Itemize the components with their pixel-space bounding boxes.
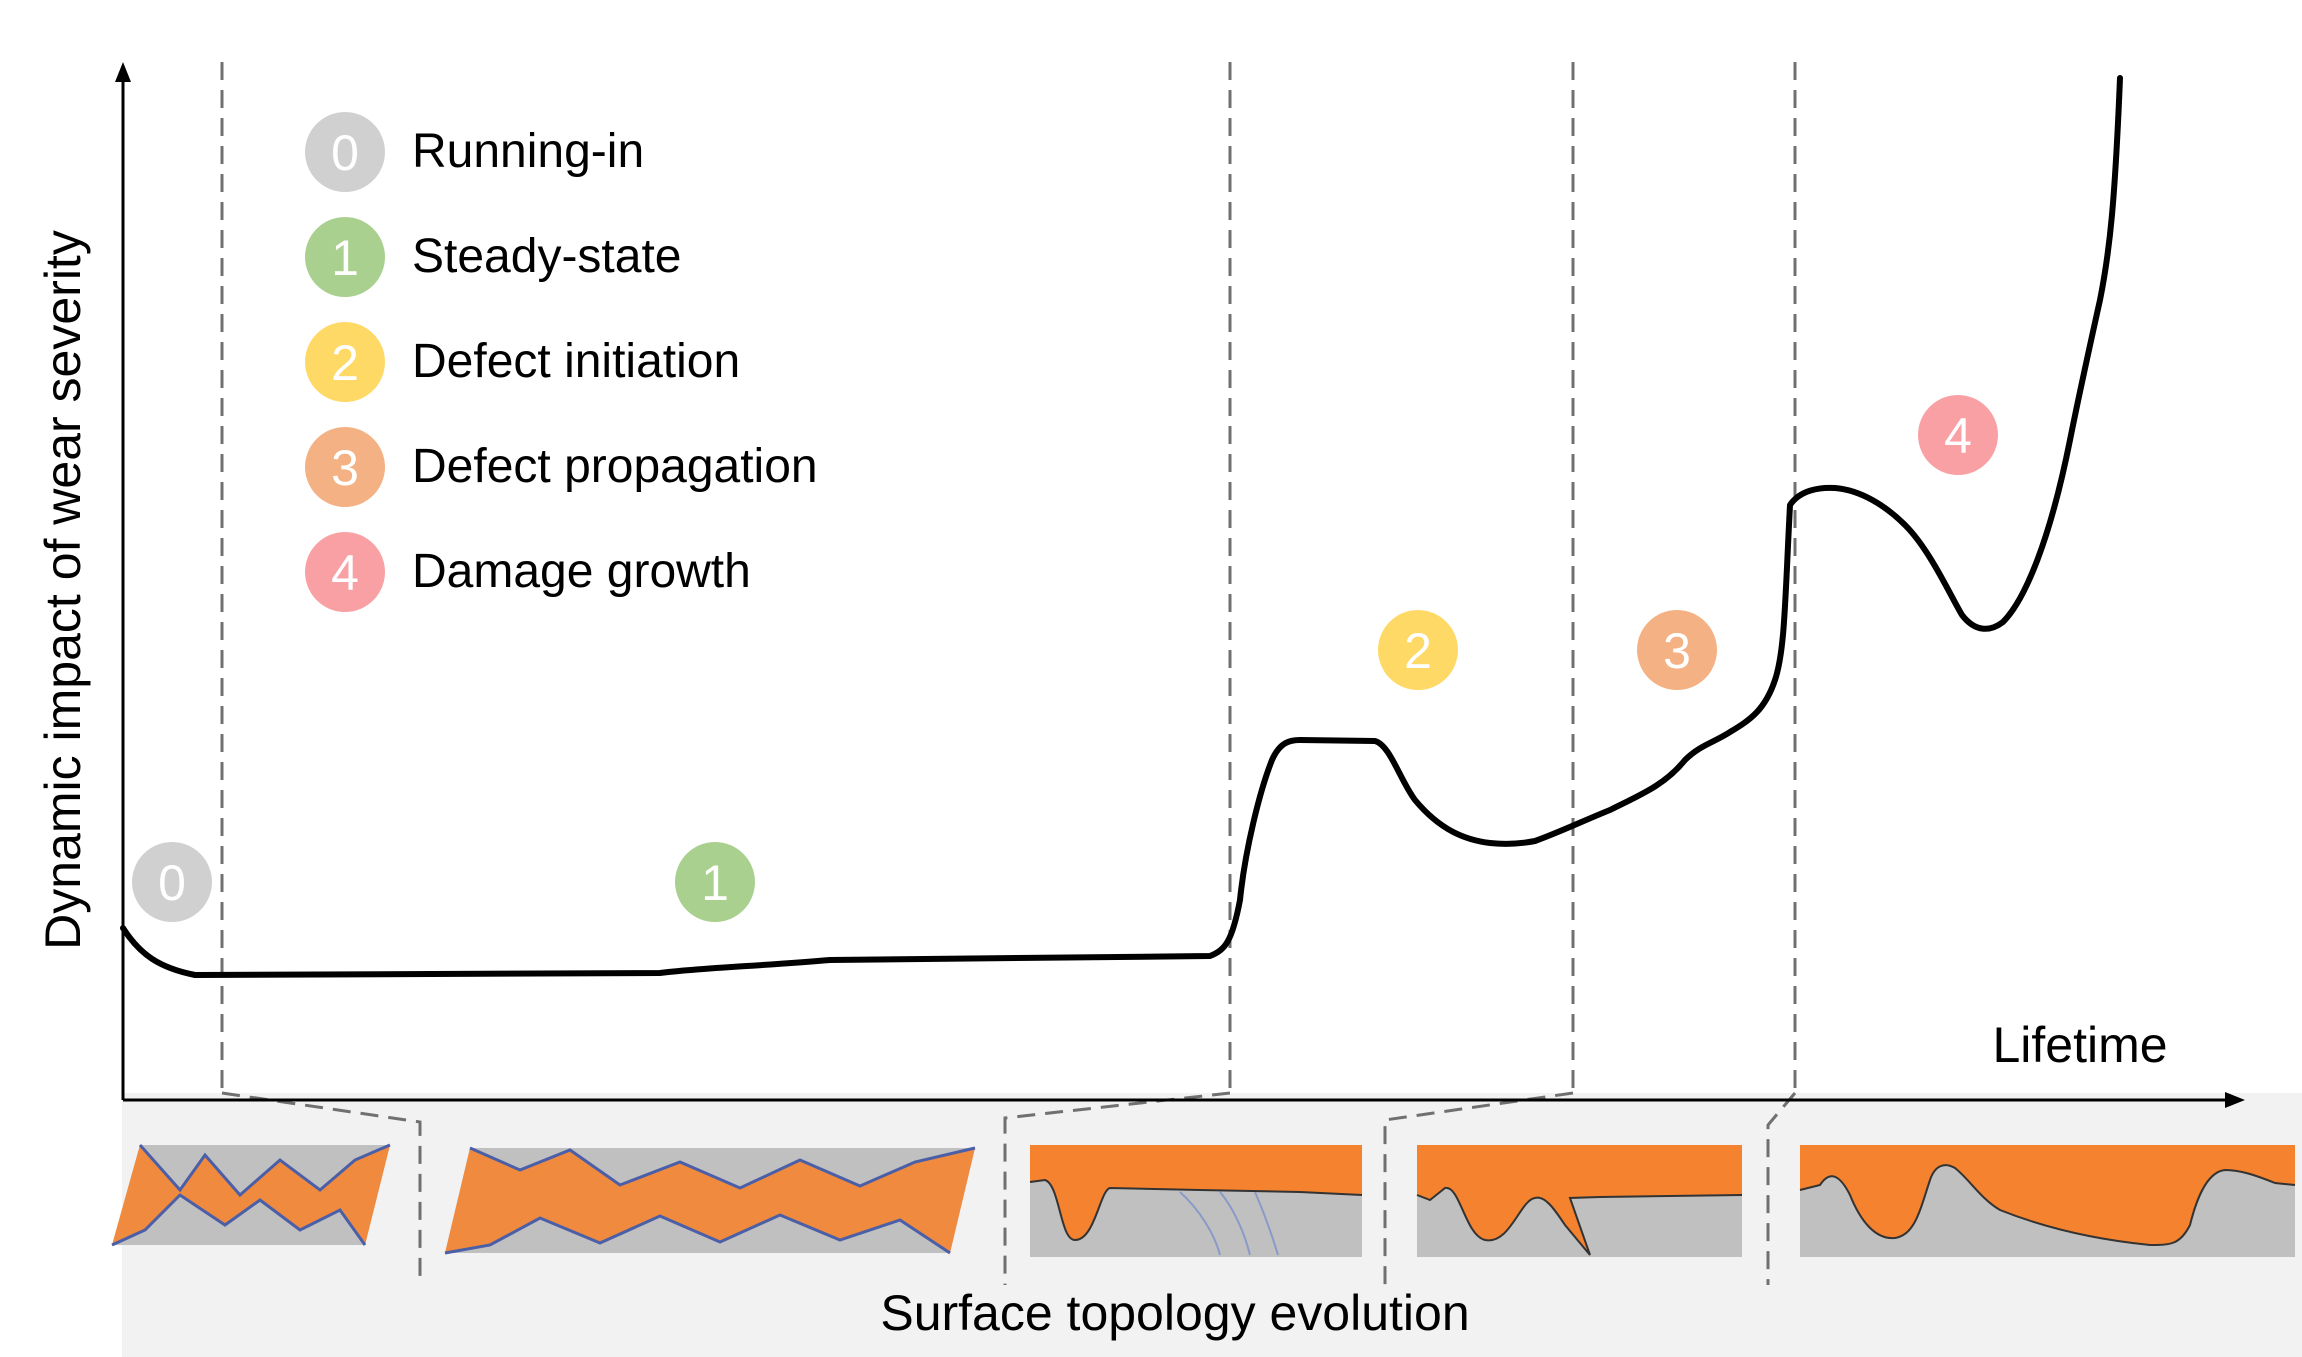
wear-severity-curve xyxy=(120,75,2123,978)
stage-badge-2-number: 2 xyxy=(1404,623,1432,679)
stage-badge-1-number: 1 xyxy=(701,855,729,911)
stage-badge-3 xyxy=(1637,610,1717,690)
legend-item-1: 1 Steady-state xyxy=(305,217,681,297)
y-axis-arrow-icon xyxy=(115,62,131,82)
thumbnail-0-profile-line xyxy=(111,1143,391,1247)
thumbnail-3-profile-line xyxy=(1416,1187,1743,1256)
legend-badge-1-number: 1 xyxy=(331,230,359,286)
stage-badge-0-number: 0 xyxy=(158,855,186,911)
stage-badge-0 xyxy=(132,842,212,922)
legend-badge-0 xyxy=(305,112,385,192)
legend-badge-4-number: 4 xyxy=(331,545,359,601)
legend-label-0: Running-in xyxy=(412,125,644,178)
legend-label-1: Steady-state xyxy=(412,230,681,283)
thumbnail-1-profile-line xyxy=(444,1146,976,1255)
x-axis-arrow-icon xyxy=(2225,1092,2245,1108)
stage-badge-4-number: 4 xyxy=(1944,408,1972,464)
legend-badge-3-number: 3 xyxy=(331,440,359,496)
legend-badge-3 xyxy=(305,427,385,507)
legend-item-3: 3 Defect propagation xyxy=(305,427,818,507)
stage-dividers xyxy=(220,62,1797,1285)
zoom-connector-4 xyxy=(1766,1092,1797,1285)
legend-item-0: 0 Running-in xyxy=(305,112,644,192)
legend-badge-1 xyxy=(305,217,385,297)
legend-badge-2-number: 2 xyxy=(331,335,359,391)
surface-thumbnail-4 xyxy=(1799,1145,2296,1257)
thumbnail-4-orange-fill xyxy=(1800,1145,2295,1245)
thumbnail-2-profile-line xyxy=(1029,1178,1363,1242)
stage-badge-2 xyxy=(1378,610,1458,690)
surface-thumbnail-1 xyxy=(444,1146,976,1255)
zoom-connector-3 xyxy=(1383,1091,1574,1285)
surface-thumbnail-3 xyxy=(1416,1145,1743,1257)
legend-label-4: Damage growth xyxy=(412,545,751,598)
y-axis-label: Dynamic impact of wear severity xyxy=(35,230,91,950)
thumbnail-3-orange-fill xyxy=(1417,1145,1742,1255)
stage-badge-1 xyxy=(675,842,755,922)
stage-badge-4 xyxy=(1918,395,1998,475)
legend-label-3: Defect propagation xyxy=(412,440,818,493)
surface-thumbnail-0 xyxy=(111,1143,391,1247)
thumbnail-2-orange-fill xyxy=(1030,1145,1362,1240)
zoom-connector-2 xyxy=(1003,1091,1231,1285)
surface-topology-caption: Surface topology evolution xyxy=(880,1285,1469,1341)
thumbnail-4-profile-line xyxy=(1799,1164,2296,1247)
thumbnail-1-orange-fill xyxy=(445,1148,975,1253)
legend-item-2: 2 Defect initiation xyxy=(305,322,740,402)
legend-badge-4 xyxy=(305,532,385,612)
thumbnail-2-crack-lines xyxy=(1179,1191,1279,1256)
thumbnail-0-orange-fill xyxy=(112,1145,390,1245)
stage-badges: 0 1 2 3 4 xyxy=(132,395,1998,922)
legend-badge-2 xyxy=(305,322,385,402)
stage-badge-3-number: 3 xyxy=(1663,623,1691,679)
surface-thumbnails xyxy=(111,1143,2296,1257)
legend-label-2: Defect initiation xyxy=(412,335,740,388)
legend: 0 Running-in 1 Steady-state 2 Defect ini… xyxy=(305,112,818,612)
legend-badge-0-number: 0 xyxy=(331,125,359,181)
surface-thumbnail-2 xyxy=(1029,1145,1363,1257)
zoom-connector-1 xyxy=(221,1091,422,1285)
x-axis-label: Lifetime xyxy=(1992,1017,2167,1073)
legend-item-4: 4 Damage growth xyxy=(305,532,751,612)
